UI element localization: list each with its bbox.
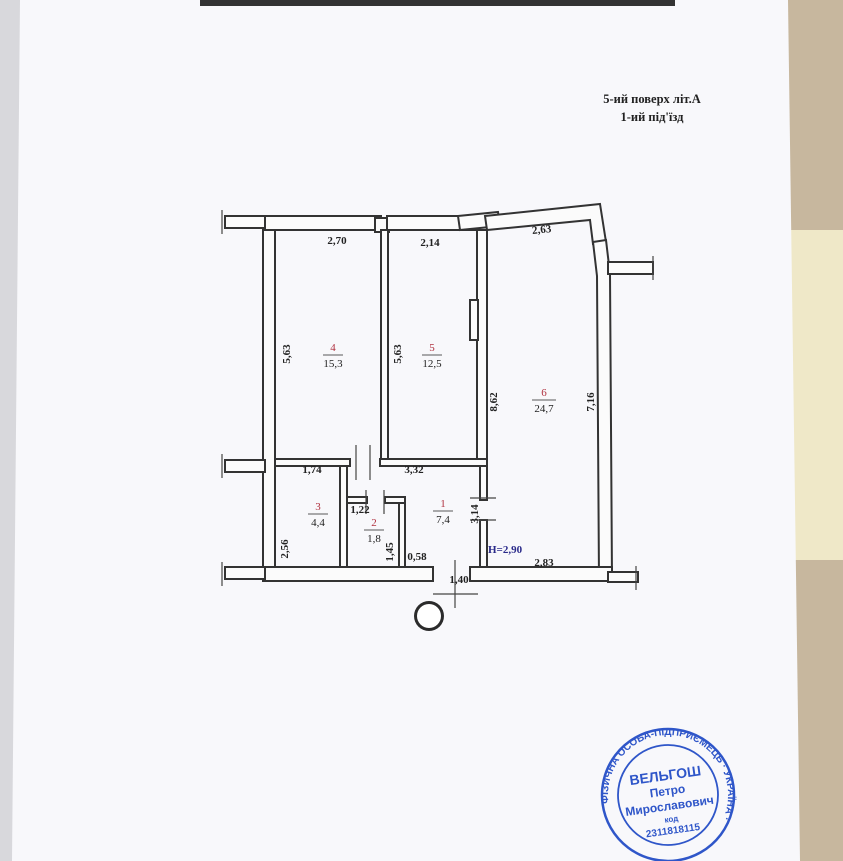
room-area: 1,8 bbox=[367, 533, 381, 545]
room-6: 6 24,7 bbox=[532, 387, 556, 415]
partition-top-1 bbox=[379, 458, 488, 467]
room-area: 15,3 bbox=[323, 358, 343, 370]
dim-room4-height: 5,63 bbox=[281, 344, 293, 364]
dim-room1-width: 3,32 bbox=[404, 464, 424, 476]
dim-room2-width: 1,22 bbox=[350, 504, 370, 516]
exterior-walls bbox=[224, 202, 654, 583]
stamp-outer-ring bbox=[600, 727, 736, 861]
paper-sheet bbox=[12, 0, 800, 861]
interior-walls bbox=[274, 229, 488, 568]
partition-3-2 bbox=[339, 465, 348, 568]
room-5: 5 12,5 bbox=[422, 342, 442, 370]
room-number: 6 bbox=[541, 387, 547, 399]
room-area: 7,4 bbox=[436, 514, 450, 526]
dim-room3-height: 2,56 bbox=[279, 539, 291, 559]
room-number: 2 bbox=[371, 517, 377, 529]
dim-room1-door: 1,40 bbox=[449, 574, 469, 586]
bottom-wall-left bbox=[262, 566, 434, 582]
dim-room1-height: 3,14 bbox=[469, 504, 481, 524]
partition-2-top-a bbox=[346, 496, 368, 504]
partition-2-top-b bbox=[384, 496, 406, 504]
dim-room6-bottom: 2,83 bbox=[534, 557, 554, 569]
stub-bottom-right bbox=[607, 571, 639, 583]
dim-room6-right: 7,16 bbox=[585, 392, 597, 412]
stamp-inner-ring bbox=[617, 744, 719, 846]
dim-room2-height: 1,45 bbox=[384, 542, 396, 562]
room-1: 1 7,4 bbox=[433, 498, 453, 526]
ceiling-height: H=2,90 bbox=[488, 544, 523, 556]
room-3: 3 4,4 bbox=[308, 501, 328, 529]
dimension-labels: 2,70 5,63 2,14 5,63 2,63 8,62 7,16 2,83 … bbox=[279, 223, 597, 586]
room-number: 5 bbox=[429, 342, 435, 354]
left-wall bbox=[262, 227, 276, 581]
dim-room4-width: 2,70 bbox=[327, 235, 347, 247]
room-2: 2 1,8 bbox=[364, 517, 384, 545]
room-4: 4 15,3 bbox=[323, 342, 343, 370]
stub-top-left bbox=[224, 215, 266, 229]
room-number: 4 bbox=[330, 342, 336, 354]
top-border-strip bbox=[200, 0, 675, 6]
partition-1-6-b bbox=[479, 519, 488, 568]
room-area: 4,4 bbox=[311, 517, 325, 529]
room-area: 24,7 bbox=[534, 403, 554, 415]
top-wall-left bbox=[262, 215, 382, 231]
dim-room6-left: 8,62 bbox=[488, 392, 500, 412]
partition-4-5 bbox=[380, 229, 389, 463]
partition-1-6-a bbox=[479, 465, 488, 501]
room-number: 3 bbox=[315, 501, 321, 513]
wall-jog bbox=[469, 299, 479, 341]
entrance-marker bbox=[417, 604, 441, 628]
stamp-code-label: код bbox=[664, 814, 679, 825]
dim-room5-height: 5,63 bbox=[392, 344, 404, 364]
bottom-wall-right bbox=[469, 566, 613, 582]
stamp-name: Петро bbox=[649, 782, 686, 801]
dim-room5-width: 2,14 bbox=[420, 237, 440, 249]
dim-room1-small: 0,58 bbox=[407, 551, 427, 563]
entrance-label: 1-ий під'їзд bbox=[620, 110, 684, 124]
stub-mid-left bbox=[224, 459, 266, 473]
stub-bottom-left bbox=[224, 566, 266, 580]
partition-top-3 bbox=[274, 458, 351, 467]
room-number: 1 bbox=[440, 498, 446, 510]
dim-room3-width: 1,74 bbox=[302, 464, 322, 476]
stub-top-right bbox=[607, 261, 654, 275]
room-area: 12,5 bbox=[422, 358, 442, 370]
floor-label: 5-ий поверх літ.А bbox=[603, 92, 701, 106]
partition-5-6 bbox=[476, 229, 488, 463]
openings bbox=[221, 210, 654, 608]
partition-2-1 bbox=[398, 502, 406, 568]
dim-room6-top: 2,63 bbox=[531, 223, 552, 237]
